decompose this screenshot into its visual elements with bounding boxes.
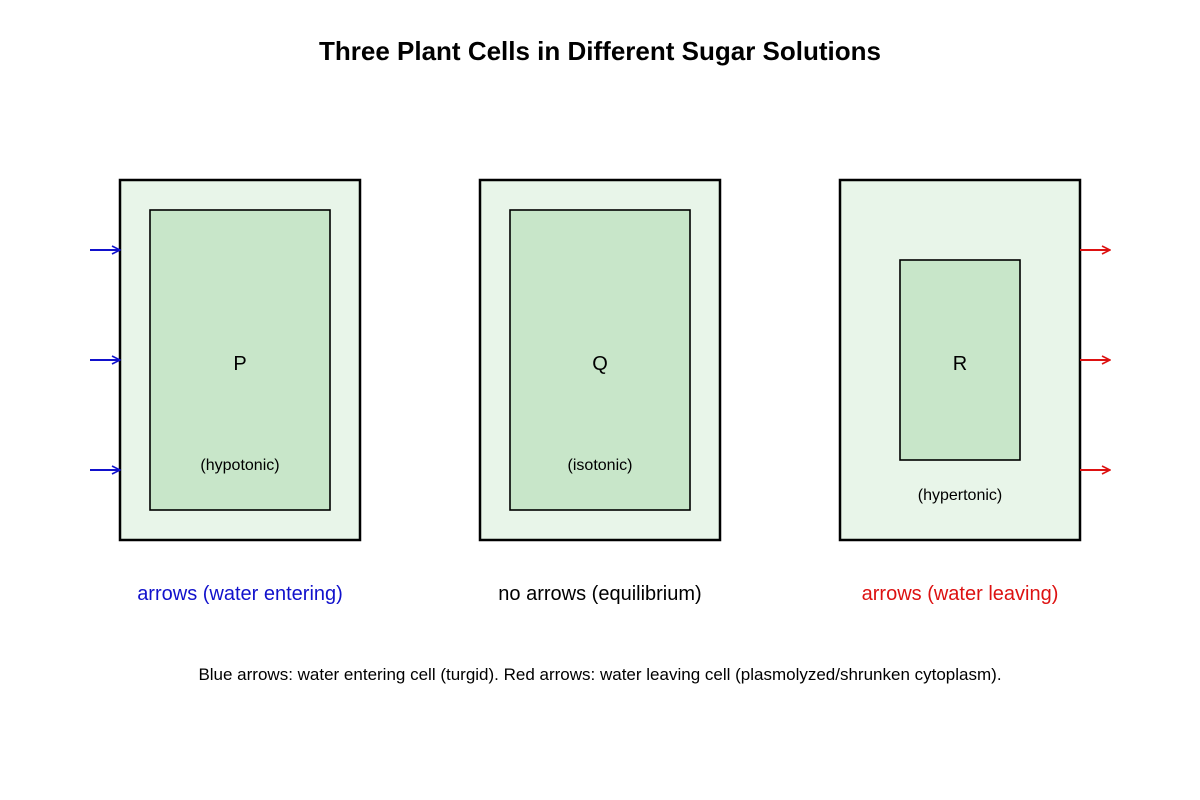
cell-r-caption: arrows (water leaving) bbox=[862, 583, 1059, 605]
cell-q: Q (isotonic) no arrows (equilibrium) bbox=[478, 178, 722, 605]
cell-p-cytoplasm bbox=[149, 209, 331, 511]
cell-q-cytoplasm bbox=[509, 209, 691, 511]
cell-p-label: P bbox=[233, 353, 246, 375]
cell-r: R (hypertonic) arrows (water leaving) bbox=[838, 178, 1110, 605]
cell-r-cytoplasm bbox=[899, 259, 1021, 461]
cell-r-water-arrows bbox=[1080, 250, 1110, 470]
cell-p-water-arrows bbox=[90, 250, 120, 470]
cell-p-caption: arrows (water entering) bbox=[137, 583, 343, 605]
cell-q-solution: (isotonic) bbox=[568, 457, 633, 474]
cell-r-solution: (hypertonic) bbox=[918, 487, 1002, 504]
cell-q-label: Q bbox=[592, 353, 608, 375]
cell-p-solution: (hypotonic) bbox=[200, 457, 279, 474]
footnote: Blue arrows: water entering cell (turgid… bbox=[198, 665, 1001, 684]
diagram-title: Three Plant Cells in Different Sugar Sol… bbox=[319, 36, 881, 66]
cell-p: P (hypotonic) arrows (water entering) bbox=[90, 178, 362, 605]
cell-r-label: R bbox=[953, 353, 967, 375]
cell-q-caption: no arrows (equilibrium) bbox=[498, 583, 701, 605]
